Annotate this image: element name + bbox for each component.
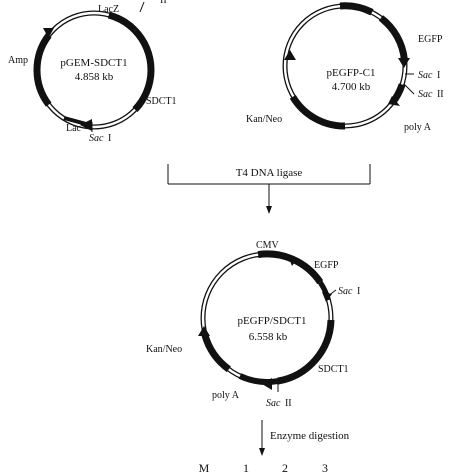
polya-segment [238, 373, 279, 385]
lane-label-m: M [199, 461, 210, 474]
sac2-enzyme-roman: II [437, 89, 444, 100]
lane-label-1: 1 [243, 461, 249, 474]
plasmid-name: pEGFP/SDCT1 [237, 315, 306, 327]
plasmid-name: pEGFP-C1 [327, 67, 376, 79]
sac2-enzyme-roman: II [285, 398, 292, 409]
sac2-tick [403, 83, 415, 95]
top-segment [339, 2, 374, 16]
sac1-enzyme-roman: I [437, 70, 440, 81]
plasmid-pgem-sdct1: pGEM-SDCT1 4.858 kb LacZ II Amp SDCT1 La… [8, 0, 177, 144]
lacz-label: LacZ [98, 4, 119, 15]
sac2-enzyme-name: Sac [266, 398, 281, 409]
egfp-label: EGFP [418, 34, 443, 45]
lane-label-3: 3 [322, 461, 328, 474]
sac-enzyme-name: Sac [89, 133, 104, 144]
sac-site-label: Sac I [89, 133, 111, 144]
plasmid-size: 4.700 kb [332, 81, 371, 93]
plasmid-pegfp-c1: pEGFP-C1 4.700 kb EGFP Sac I Sac II poly… [246, 2, 444, 133]
kanneo-label: Kan/Neo [146, 344, 182, 355]
ligase-label: T4 DNA ligase [236, 167, 303, 179]
digestion-step: Enzyme digestion [259, 420, 350, 456]
amp-arrowhead [43, 28, 54, 38]
lac-segment [63, 116, 91, 127]
ligation-step: T4 DNA ligase [167, 164, 371, 214]
polya-label: poly A [404, 122, 432, 133]
polya-arrowhead [388, 96, 400, 106]
egfp-gene-segment [378, 15, 408, 61]
amp-label: Amp [8, 55, 28, 66]
sdct1-arrowhead [262, 378, 272, 390]
kanneo-arrowhead [198, 326, 210, 336]
plasmid-name: pGEM-SDCT1 [60, 57, 127, 69]
sac1-enzyme-name: Sac [338, 286, 353, 297]
digestion-label: Enzyme digestion [270, 430, 350, 442]
cmv-arrowhead [288, 256, 298, 266]
ligation-arrowhead [266, 206, 272, 214]
plasmid-size: 4.858 kb [75, 71, 114, 83]
sac1-enzyme-roman: I [357, 286, 360, 297]
lac-label: Lac [66, 123, 82, 134]
egfp-label: EGFP [314, 260, 339, 271]
digestion-arrowhead [259, 448, 265, 456]
egfp-sac1-segment [318, 280, 331, 301]
sac-enzyme-roman: I [108, 133, 111, 144]
sdct1-label: SDCT1 [318, 364, 349, 375]
kanneo-segment [201, 333, 231, 373]
sdct1-gene-segment [132, 27, 155, 113]
cmv-label: CMV [256, 240, 280, 251]
sdct1-segment [277, 319, 335, 385]
sac1-label: Sac I [418, 70, 440, 81]
kanneo-gene-segment [289, 94, 346, 130]
lacz-gene-segment [107, 11, 138, 33]
top-site-tick [139, 1, 145, 13]
sac2-enzyme-name: Sac [418, 89, 433, 100]
lane-label-2: 2 [282, 461, 288, 474]
sac1-tick [327, 289, 337, 297]
sac1-label: Sac I [338, 286, 360, 297]
sac2-label: Sac II [418, 89, 444, 100]
kanneo-label: Kan/Neo [246, 114, 282, 125]
sac1-enzyme-name: Sac [418, 70, 433, 81]
sac2-label: Sac II [266, 398, 292, 409]
top-site-label: II [160, 0, 167, 6]
plasmid-pegfp-sdct1: pEGFP/SDCT1 6.558 kb CMV EGFP Sac I Kan/… [146, 240, 360, 409]
plasmid-size: 6.558 kb [249, 331, 288, 343]
egfp-arrowhead [398, 58, 410, 68]
left-arrowhead [284, 50, 296, 60]
gel-lane-labels: M 1 2 3 [199, 461, 328, 474]
polya-label: poly A [212, 390, 240, 401]
amp-gene-segment [33, 33, 52, 107]
sdct1-label: SDCT1 [146, 96, 177, 107]
